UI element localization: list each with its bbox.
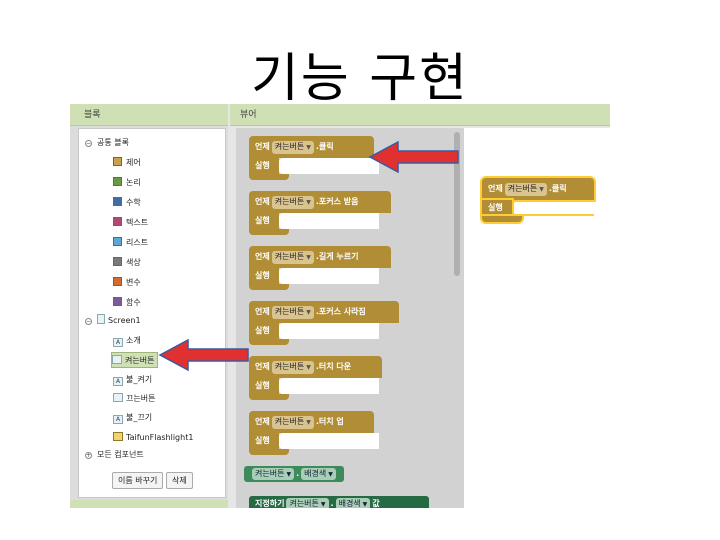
logic-color-icon [113,177,122,186]
component-dropdown[interactable]: 켜는버튼▼ [504,183,547,196]
tree-item-component[interactable]: TaifunFlashlight1 [113,430,193,446]
chevron-down-icon: ▼ [306,309,311,316]
arrow-left-icon [158,338,249,372]
chevron-down-icon: ▼ [306,199,311,206]
arrow-left-icon [368,140,459,174]
expand-icon[interactable]: + [85,452,92,459]
tree-group-builtin[interactable]: −공통 블록 [85,138,129,147]
component-dropdown[interactable]: 켜는버튼▼ [271,306,314,319]
blocks-panel: 블록 −공통 블록 제어 논리 수학 텍스트 리스트 색상 변수 함수 −Scr… [70,104,228,508]
chevron-down-icon: ▼ [362,501,368,508]
property-getter-block[interactable]: 켜는버튼▼.배경색▼ [244,466,344,482]
variables-color-icon [113,277,122,286]
component-dropdown[interactable]: 켜는버튼▼ [252,468,295,480]
tree-item-component-selected[interactable]: 켜는버튼 [111,352,159,368]
label-icon: A [113,415,123,424]
chevron-down-icon: ▼ [328,471,333,478]
drawer-scrollbar[interactable] [454,132,460,276]
component-dropdown[interactable]: 켜는버튼▼ [271,141,314,154]
math-color-icon [113,197,122,206]
component-dropdown[interactable]: 켜는버튼▼ [271,416,314,429]
tree-item-math[interactable]: 수학 [113,195,141,211]
blocks-tree: −공통 블록 제어 논리 수학 텍스트 리스트 색상 변수 함수 −Screen… [78,128,226,498]
component-dropdown[interactable]: 켜는버튼▼ [271,361,314,374]
chevron-down-icon: ▼ [286,471,292,478]
list-color-icon [113,237,122,246]
procedures-color-icon [113,297,122,306]
tree-item-variables[interactable]: 변수 [113,275,141,291]
tree-item-procedures[interactable]: 함수 [113,295,141,311]
delete-button[interactable]: 삭제 [166,472,193,489]
tree-item-list[interactable]: 리스트 [113,235,148,251]
tree-item-logic[interactable]: 논리 [113,175,141,191]
flashlight-icon [113,432,123,441]
chevron-down-icon: ▼ [306,144,311,151]
viewer-header: 뷰어 [230,104,610,126]
label-icon: A [113,338,123,347]
tree-item-text[interactable]: 텍스트 [113,215,148,231]
control-color-icon [113,157,122,166]
tree-group-screen[interactable]: −Screen1 [85,314,141,325]
button-icon [112,355,122,364]
property-dropdown[interactable]: 배경색▼ [335,498,371,508]
button-icon [113,393,123,402]
colors-color-icon [113,257,122,266]
property-dropdown[interactable]: 배경색▼ [301,468,336,480]
component-dropdown[interactable]: 켜는버튼▼ [286,498,329,508]
chevron-down-icon: ▼ [306,254,311,261]
screen-icon [97,314,105,324]
app-inventor-screenshot: 블록 −공통 블록 제어 논리 수학 텍스트 리스트 색상 변수 함수 −Scr… [70,104,610,508]
tree-item-component[interactable]: 끄는버튼 [113,391,155,407]
blocks-panel-header: 블록 [70,104,228,126]
slide-title: 기능 구현 [251,49,469,109]
chevron-down-icon: ▼ [539,186,544,193]
rename-button[interactable]: 이름 바꾸기 [112,472,164,489]
collapse-icon[interactable]: − [85,318,92,325]
chevron-down-icon: ▼ [306,364,311,371]
tree-item-control[interactable]: 제어 [113,155,141,171]
tree-item-colors[interactable]: 색상 [113,255,141,271]
chevron-down-icon: ▼ [320,501,326,508]
label-icon: A [113,377,123,386]
tree-group-any-component[interactable]: +모든 컴포넌트 [85,450,144,459]
collapse-icon[interactable]: − [85,140,92,147]
panel-footer-strip [70,500,228,508]
component-dropdown[interactable]: 켜는버튼▼ [271,251,314,264]
chevron-down-icon: ▼ [306,419,311,426]
component-dropdown[interactable]: 켜는버튼▼ [271,196,314,209]
text-color-icon [113,217,122,226]
